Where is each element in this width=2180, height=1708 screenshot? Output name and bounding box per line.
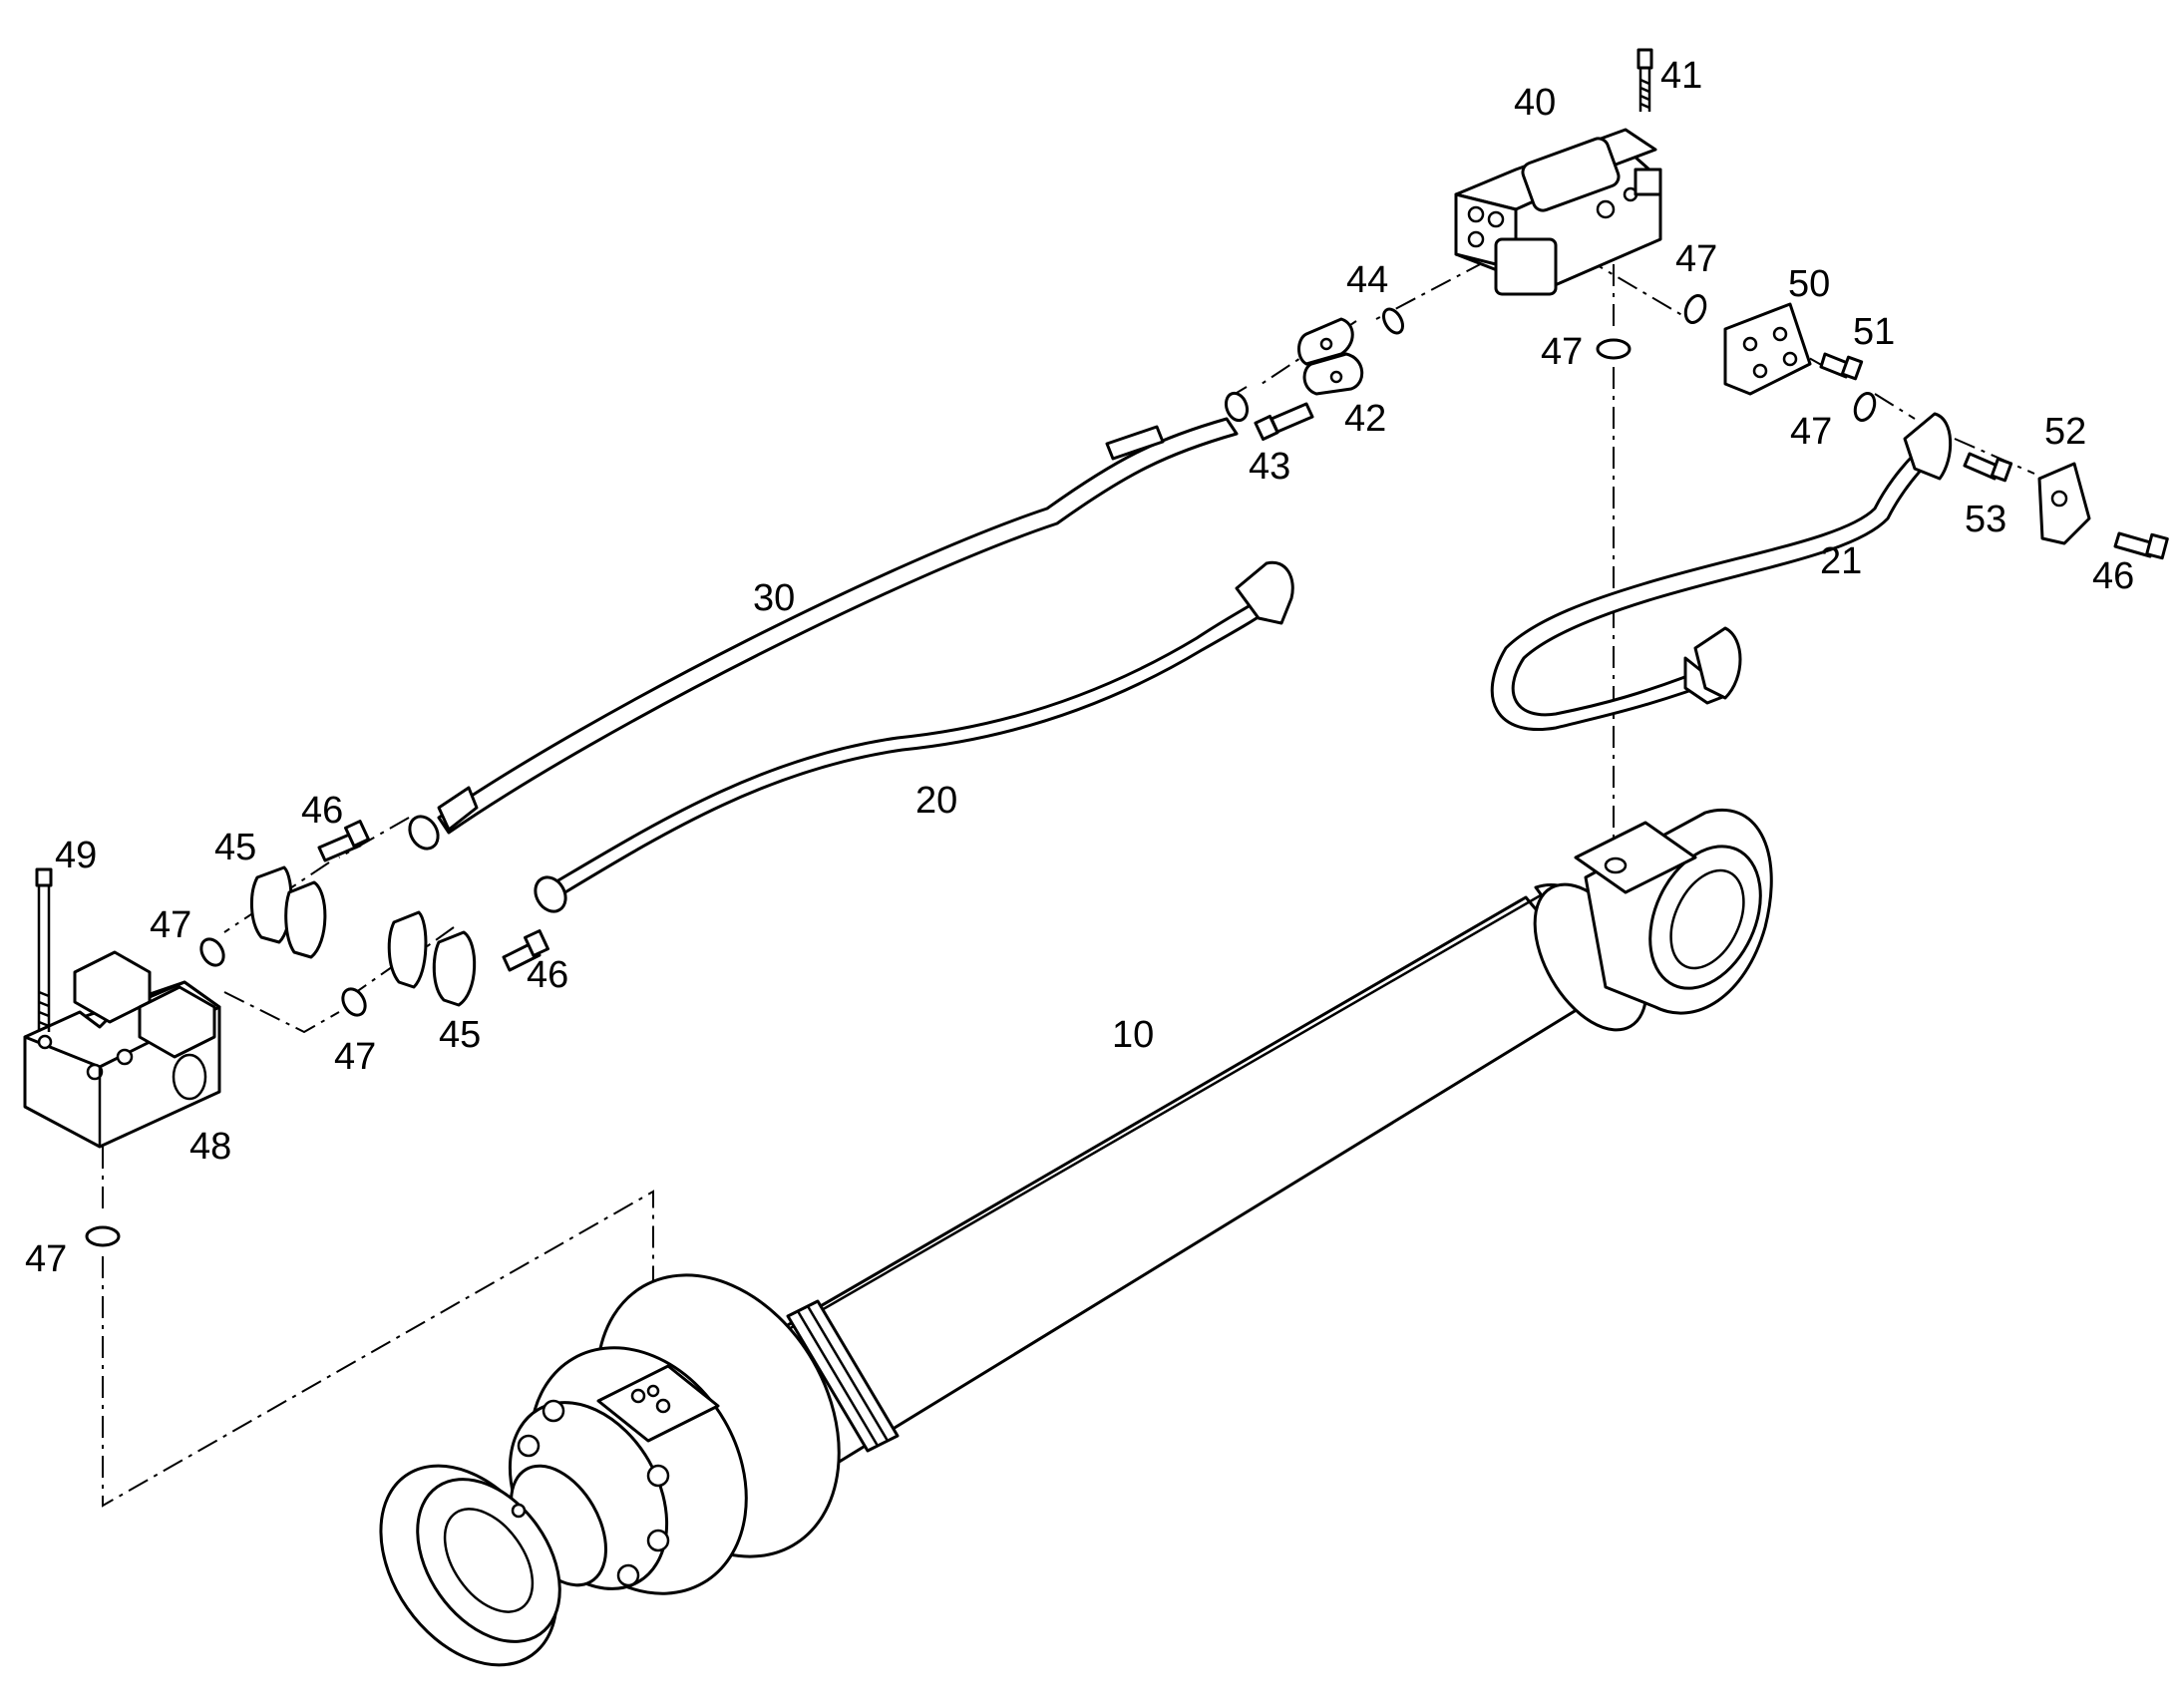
- tube-21: [1490, 412, 1953, 731]
- clamp-45-a: [249, 865, 327, 959]
- callout-52: 52: [2044, 411, 2086, 453]
- callout-47-top: 47: [1675, 238, 1717, 280]
- hydraulic-cylinder: [379, 808, 1773, 1667]
- bolt-43: [1254, 402, 1314, 442]
- callout-46-lower: 46: [527, 954, 568, 996]
- callout-47-left-upper: 47: [150, 904, 191, 946]
- manifold-block-48: [23, 950, 221, 1149]
- callout-46-upper: 46: [301, 790, 343, 832]
- tube-20: [534, 560, 1294, 913]
- flange-50: [1723, 302, 1812, 396]
- clamp-45-b: [387, 910, 477, 1007]
- bolt-46-b: [502, 929, 549, 972]
- callout-47-left-middle: 47: [334, 1036, 376, 1078]
- callout-47-valve-bottom: 47: [1541, 331, 1583, 373]
- hose-30: [408, 391, 1250, 851]
- callout-40: 40: [1514, 82, 1556, 124]
- callout-45-lower: 45: [439, 1014, 481, 1056]
- callout-20: 20: [915, 780, 957, 822]
- callout-46-right: 46: [2092, 555, 2134, 597]
- flange-52: [2037, 462, 2091, 545]
- callout-21: 21: [1820, 540, 1862, 582]
- callout-48: 48: [189, 1126, 231, 1168]
- bolt-51: [1819, 352, 1864, 381]
- o-rings: [85, 293, 1877, 1247]
- callout-10: 10: [1112, 1014, 1154, 1056]
- bolt-46-c: [2113, 531, 2169, 560]
- callout-41: 41: [1660, 55, 1702, 97]
- callout-51: 51: [1853, 311, 1895, 353]
- bolt-53: [1963, 452, 2013, 483]
- callout-49: 49: [55, 835, 97, 876]
- bolt-46-a: [317, 820, 370, 862]
- callout-45-upper: 45: [214, 827, 256, 868]
- callout-42: 42: [1344, 398, 1386, 440]
- callout-50: 50: [1788, 263, 1830, 305]
- bolt-49: [35, 867, 53, 1032]
- valve-block-40: [1454, 128, 1662, 296]
- assembly-axis-lines: [102, 256, 2035, 1508]
- callout-43: 43: [1249, 446, 1290, 488]
- clamp-42: [1297, 317, 1364, 396]
- callout-47-left-bottom: 47: [25, 1238, 67, 1280]
- callout-53: 53: [1965, 499, 2006, 540]
- callout-44: 44: [1346, 259, 1388, 301]
- callout-47-right: 47: [1790, 411, 1832, 453]
- bolt-41: [1636, 48, 1653, 112]
- callout-labels: 10 20 21 30 40 41 42 43 44 45 45 46 46 4…: [25, 55, 2134, 1280]
- callout-30: 30: [753, 577, 795, 619]
